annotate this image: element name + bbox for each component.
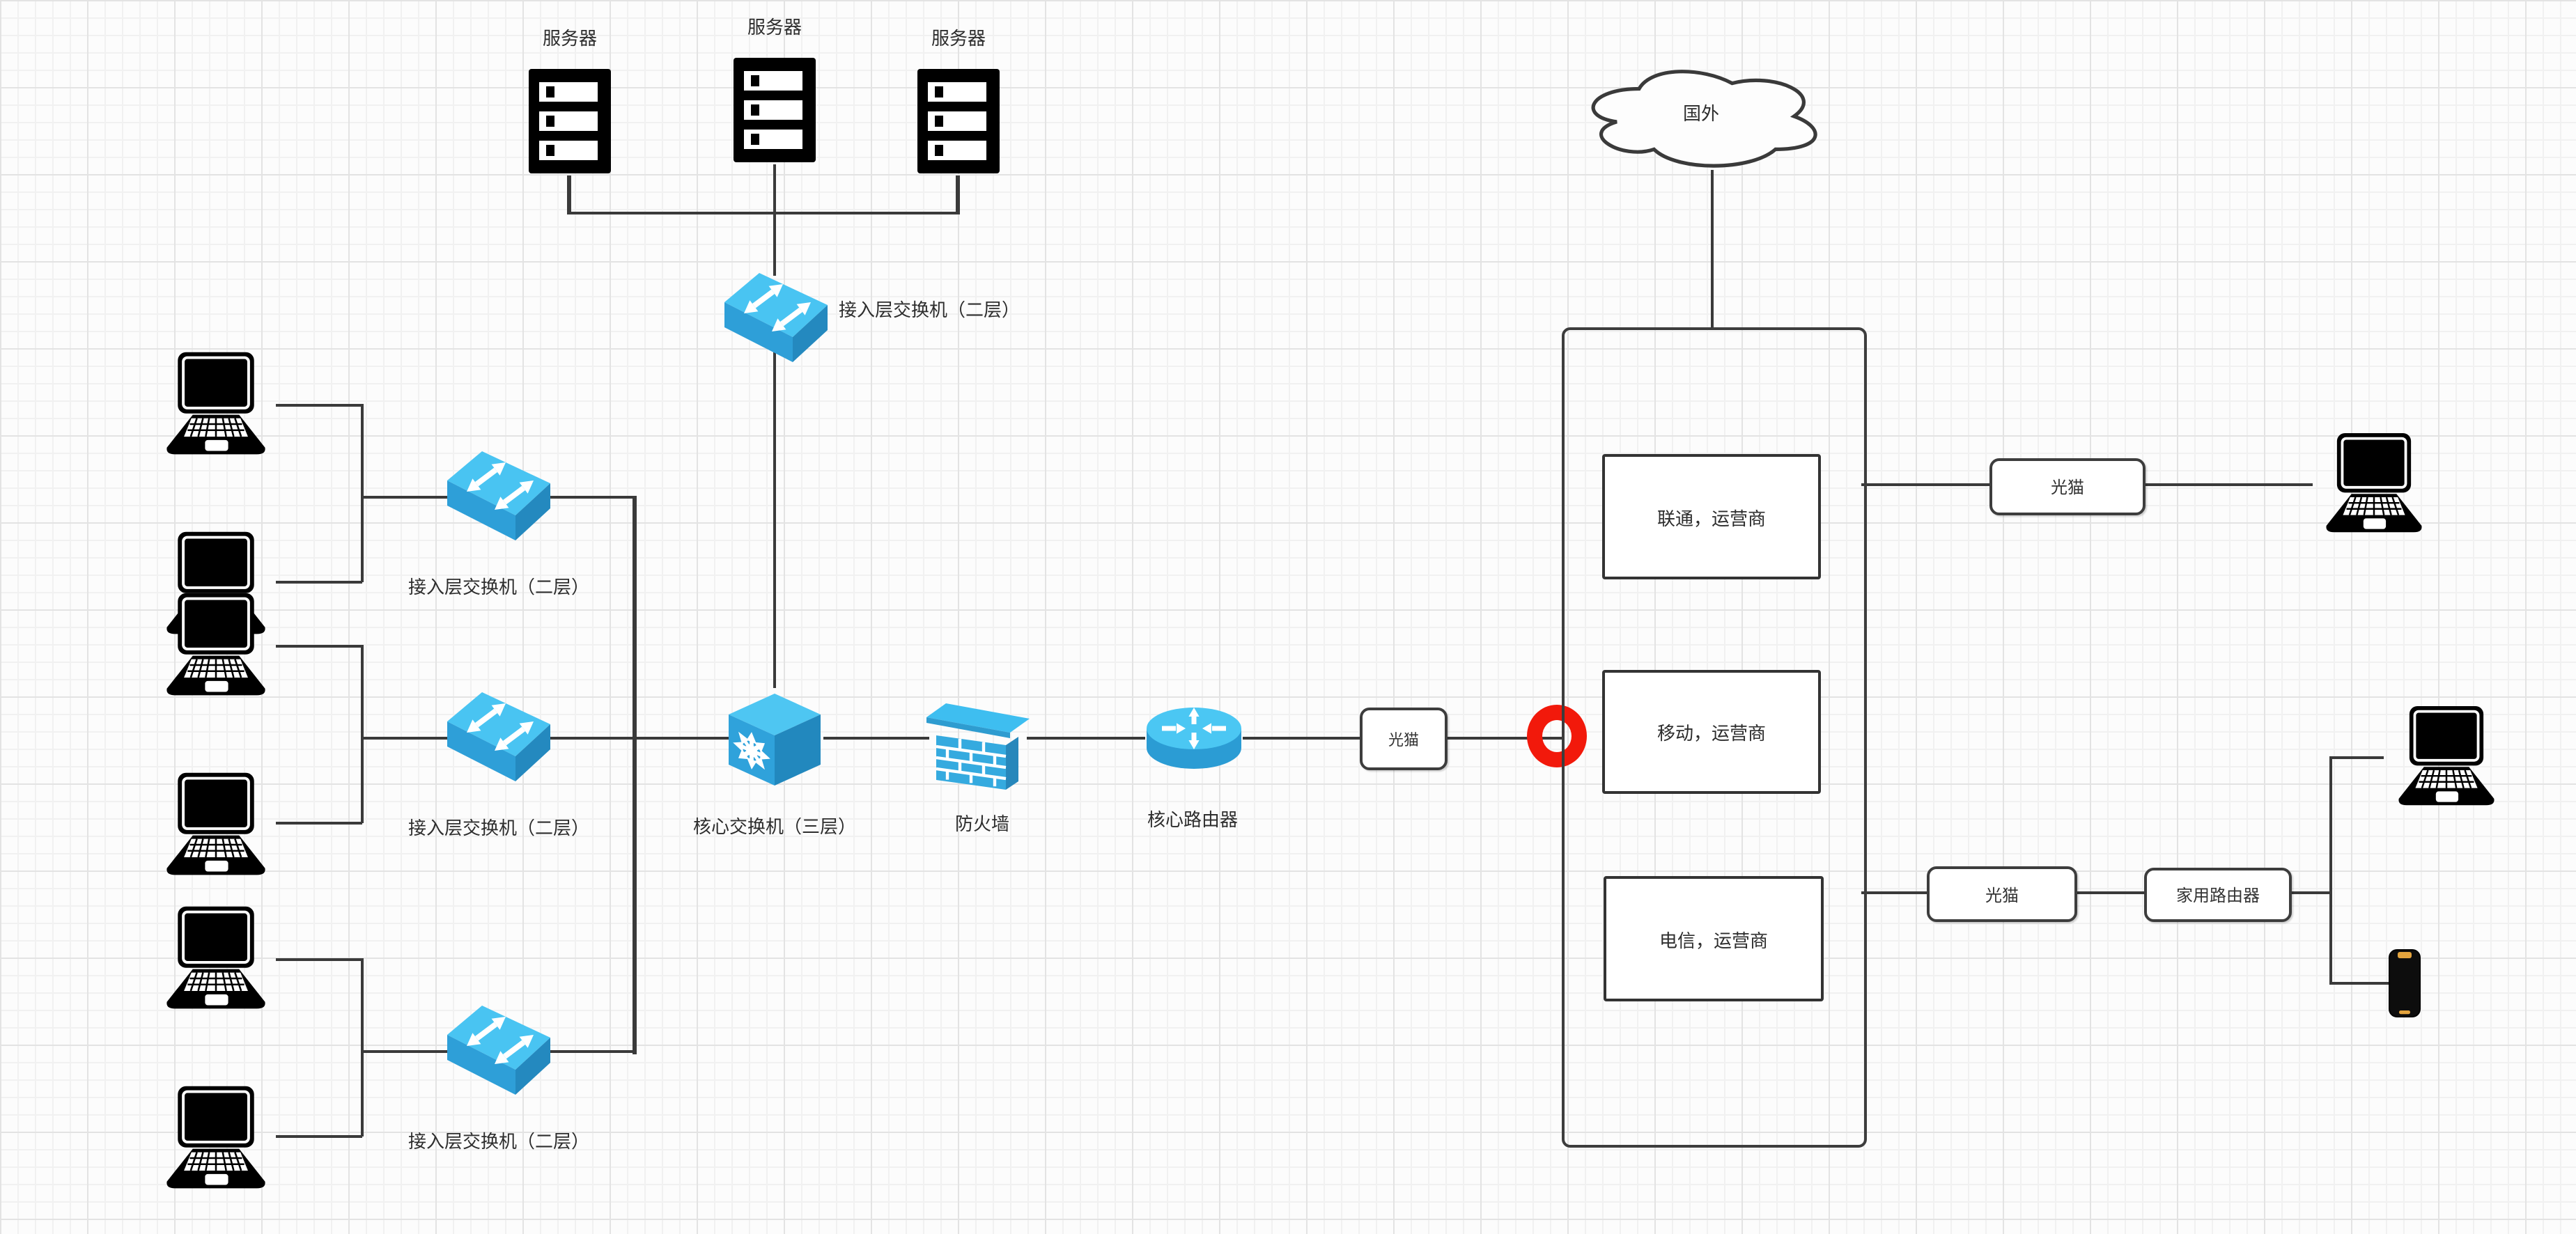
- optical-modem-label: 光猫: [1388, 732, 1419, 749]
- connector-home-laptop: [2329, 756, 2384, 759]
- laptop-icon[interactable]: [2313, 433, 2435, 536]
- home-router-box[interactable]: 家用路由器: [2144, 868, 2292, 922]
- isp-mobile-box[interactable]: 移动，运营商: [1602, 670, 1821, 794]
- router-icon[interactable]: [1144, 705, 1244, 772]
- connector-core-firewall: [823, 736, 929, 740]
- connector-server1-stub: [567, 175, 571, 214]
- connector-firewall-router: [1027, 736, 1145, 740]
- server-icon[interactable]: [915, 67, 1002, 175]
- connector-g2-laptop2: [276, 821, 362, 825]
- laptop-icon[interactable]: [156, 1085, 276, 1194]
- connector-modem-isp: [1442, 736, 1563, 740]
- server-icon[interactable]: [731, 56, 818, 164]
- isp-unicom-label: 联通，运营商: [1656, 508, 1766, 529]
- access-switch-label: 接入层交换机（二层）: [408, 818, 589, 838]
- laptop-icon[interactable]: [156, 351, 276, 460]
- phone-icon[interactable]: [2388, 948, 2421, 1018]
- laptop-icon[interactable]: [156, 772, 276, 880]
- connector-topswitch-core: [773, 351, 776, 688]
- server-label: 服务器: [931, 28, 986, 49]
- laptop-icon[interactable]: [156, 905, 276, 1014]
- connector-g3-bus: [360, 958, 364, 1137]
- optical-modem-box[interactable]: 光猫: [1927, 866, 2077, 922]
- cloud-label: 国外: [1682, 103, 1719, 124]
- optical-modem-label: 光猫: [1985, 885, 2019, 905]
- isp-telecom-box[interactable]: 电信，运营商: [1604, 876, 1824, 1001]
- l2-switch-icon[interactable]: [447, 1006, 550, 1098]
- laptop-icon[interactable]: [2385, 706, 2508, 809]
- connector-g1-laptop1: [276, 403, 362, 407]
- optical-modem-box[interactable]: 光猫: [1360, 708, 1448, 770]
- connector-server3-stub: [956, 175, 959, 214]
- connector-g3-switch: [361, 1049, 453, 1053]
- connector-server-bus: [568, 211, 959, 214]
- optical-modem-label: 光猫: [2050, 478, 2084, 497]
- connector-g2-trunk: [545, 736, 729, 740]
- connector-g1-laptop2: [276, 580, 362, 584]
- isp-container[interactable]: [1562, 327, 1867, 1148]
- server-label: 服务器: [542, 28, 597, 49]
- connector-g1-bus: [360, 404, 364, 582]
- connector-g1-switch: [361, 495, 453, 499]
- isp-unicom-box[interactable]: 联通，运营商: [1602, 454, 1821, 579]
- connector-g2-laptop1: [276, 644, 362, 648]
- connector-g2-bus: [360, 645, 364, 823]
- home-router-label: 家用路由器: [2175, 886, 2260, 905]
- server-icon[interactable]: [527, 67, 613, 175]
- connector-isp-modemtop: [1861, 483, 1991, 486]
- connector-server2-stub: [773, 164, 776, 276]
- firewall-label: 防火墙: [954, 813, 1009, 834]
- connector-home-phone: [2329, 981, 2389, 985]
- l2-switch-icon[interactable]: [447, 451, 550, 543]
- connector-modembottom-homerouter: [2072, 891, 2146, 894]
- l2-switch-icon[interactable]: [447, 692, 550, 784]
- firewall-icon[interactable]: [926, 691, 1030, 791]
- connector-g3-laptop1: [276, 958, 362, 961]
- connector-isp-modembottom: [1861, 891, 1928, 894]
- access-switch-label: 接入层交换机（二层）: [408, 1131, 589, 1152]
- connector-home-bus: [2329, 756, 2332, 985]
- isp-telecom-label: 电信，运营商: [1659, 930, 1768, 951]
- access-switch-label: 接入层交换机（二层）: [839, 299, 1021, 320]
- core-switch-label: 核心交换机（三层）: [692, 816, 856, 837]
- core-router-label: 核心路由器: [1147, 809, 1238, 830]
- access-switch-label: 接入层交换机（二层）: [408, 577, 589, 598]
- connector-main-trunk: [633, 495, 636, 1054]
- isp-mobile-label: 移动，运营商: [1656, 723, 1766, 744]
- connector-g3-trunk: [545, 1049, 635, 1053]
- optical-modem-box[interactable]: 光猫: [1989, 458, 2146, 515]
- connector-homerouter-bus: [2285, 891, 2332, 894]
- connector-g2-switch: [361, 736, 453, 740]
- connector-g1-trunk: [545, 495, 635, 499]
- connector-modemtop-laptop: [2140, 483, 2313, 486]
- connector-g3-laptop2: [276, 1134, 362, 1138]
- server-label: 服务器: [747, 17, 802, 38]
- connector-cloud-isp: [1710, 170, 1714, 329]
- l3-switch-icon[interactable]: [726, 694, 823, 788]
- l2-switch-icon[interactable]: [724, 273, 828, 365]
- laptop-icon[interactable]: [156, 592, 276, 701]
- connector-router-modem: [1243, 736, 1361, 740]
